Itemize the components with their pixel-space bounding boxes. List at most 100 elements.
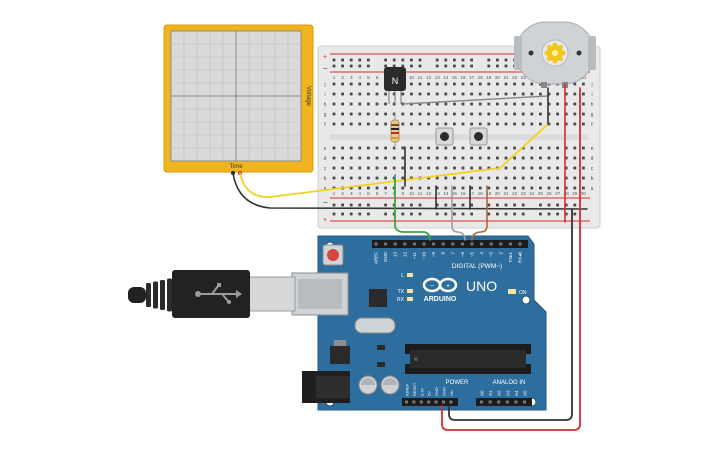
column-number: 14 [443, 191, 449, 196]
analog-in-label: ANALOG IN [493, 380, 526, 386]
column-number: 18 [478, 191, 484, 196]
digital-pin[interactable] [508, 242, 512, 246]
digital-pin[interactable] [460, 242, 464, 246]
column-number: 15 [452, 191, 458, 196]
oscilloscope[interactable]: Voltage Time [163, 24, 314, 175]
row-letter: d [324, 156, 327, 162]
power-pin[interactable] [412, 400, 416, 404]
row-letter: i [591, 92, 592, 98]
pushbutton-2[interactable] [469, 127, 488, 146]
column-number: 7 [384, 191, 387, 196]
column-number: 16 [460, 75, 466, 80]
digital-pin[interactable] [441, 242, 445, 246]
digital-pin[interactable] [412, 242, 416, 246]
digital-pin[interactable] [480, 242, 484, 246]
digital-pin[interactable] [518, 242, 522, 246]
digital-pin[interactable] [451, 242, 455, 246]
power-pin[interactable] [427, 400, 431, 404]
analog-pin[interactable] [480, 400, 483, 404]
digital-pin[interactable] [384, 242, 388, 246]
analog-pin-header[interactable] [476, 398, 532, 406]
digital-pin[interactable] [403, 242, 407, 246]
motor-screw-icon [576, 50, 582, 56]
svg-text:−: − [430, 283, 434, 290]
column-number: 26 [546, 191, 552, 196]
digital-pin[interactable] [374, 242, 378, 246]
wires[interactable] [232, 83, 588, 431]
power-pin-label: RESET [412, 382, 417, 396]
digital-pin[interactable] [499, 242, 503, 246]
power-pin[interactable] [449, 400, 453, 404]
analog-pin-label: A4 [514, 390, 519, 396]
column-number: 17 [469, 191, 475, 196]
arduino-infinity-logo-icon: − + [422, 277, 458, 293]
rail-plus-label: + [323, 217, 327, 224]
power-pin[interactable] [419, 400, 423, 404]
row-letter: g [324, 112, 327, 118]
power-pin[interactable] [442, 400, 445, 404]
analog-pin[interactable] [497, 400, 501, 404]
power-pin-label: IOREF [405, 383, 410, 396]
digital-pin[interactable] [393, 242, 397, 246]
digital-pin[interactable] [432, 242, 436, 246]
digital-pin-header[interactable] [372, 240, 528, 248]
wire-black-gnd [448, 208, 573, 421]
row-letter: j [590, 82, 592, 88]
digital-pin-label: 2 [498, 252, 503, 255]
analog-pin-label: A2 [497, 390, 502, 396]
digital-pin[interactable] [470, 242, 474, 246]
reset-button[interactable] [322, 244, 344, 266]
analog-pin[interactable] [514, 400, 518, 404]
wire-red-5v [441, 87, 581, 431]
digital-pin-label: GND [383, 251, 388, 262]
digital-header-label: DIGITAL (PWM~) [452, 263, 502, 270]
row-letter: b [591, 176, 594, 182]
column-number: 4 [359, 75, 362, 80]
analog-pin[interactable] [523, 400, 526, 404]
digital-pin[interactable] [489, 242, 493, 246]
transistor-label: N [392, 76, 399, 86]
power-pin[interactable] [405, 400, 408, 404]
analog-pin-label: A0 [480, 390, 485, 396]
svg-text:RX: RX [397, 297, 405, 303]
wire-brown-pin [471, 185, 488, 241]
column-number: 4 [359, 191, 362, 196]
row-letter: h [324, 102, 327, 108]
column-number: 12 [426, 75, 432, 80]
row-letter: a [591, 186, 594, 192]
digital-pin-label: AREF [374, 252, 379, 264]
dc-barrel-jack [302, 371, 350, 403]
row-letter: c [591, 166, 594, 172]
power-pin[interactable] [434, 400, 438, 404]
digital-pin-label: 13 [393, 252, 398, 258]
analog-pin[interactable] [505, 400, 509, 404]
dc-motor[interactable] [514, 21, 596, 88]
power-pin-label: 5V [427, 391, 432, 396]
breadboard-holes[interactable] [332, 82, 585, 190]
motor-screw-icon [528, 50, 534, 56]
column-number: 29 [572, 191, 578, 196]
column-number: 6 [376, 191, 379, 196]
analog-pin[interactable] [488, 400, 492, 404]
row-letter: d [591, 156, 594, 162]
smd-component [377, 345, 385, 350]
column-number: 13 [435, 191, 441, 196]
digital-pin-label: ~11 [412, 252, 417, 260]
resistor[interactable] [390, 113, 400, 148]
digital-pin[interactable] [422, 242, 426, 246]
motor-terminal[interactable] [541, 82, 547, 88]
row-letter: c [324, 166, 327, 172]
power-pin-label: GND [434, 387, 439, 396]
column-number: 11 [418, 75, 423, 80]
npn-transistor[interactable]: N [384, 67, 406, 104]
on-label: ON [519, 290, 527, 296]
power-pin-label: 3.3V [419, 387, 424, 396]
row-letter: h [591, 102, 594, 108]
usb-cable[interactable] [128, 270, 296, 318]
pushbutton-1[interactable] [435, 127, 454, 146]
row-letter: e [591, 146, 594, 152]
